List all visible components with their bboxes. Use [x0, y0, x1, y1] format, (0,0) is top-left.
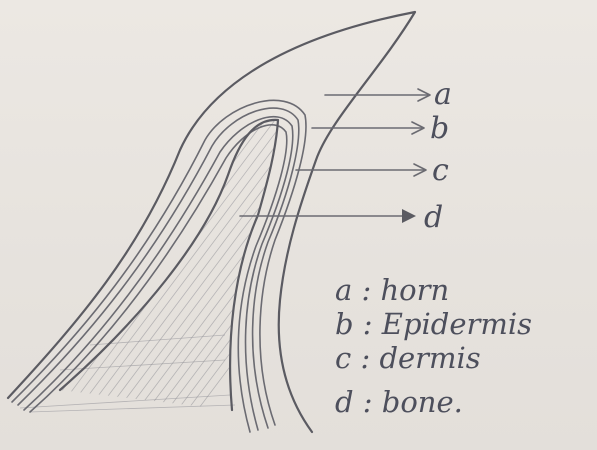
epidermis-line-2 [17, 107, 300, 429]
legend-dermis: c : dermis [335, 341, 481, 375]
label-d: d [424, 200, 443, 235]
legend-bone: d : bone. [335, 385, 463, 419]
legend-horn: a : horn [335, 273, 449, 307]
label-b: b [430, 111, 449, 146]
label-a: a [434, 77, 452, 112]
arrow-d [239, 209, 416, 223]
base-shading [19, 334, 236, 413]
arrow-b [311, 121, 425, 135]
epidermis-line-1 [11, 99, 307, 426]
arrow-c [295, 163, 427, 177]
horn-outline [6, 10, 417, 434]
bone-outline [58, 118, 280, 412]
dermis-line-1 [23, 115, 294, 431]
legend-epidermis: b : Epidermis [335, 307, 532, 341]
dermis-line-2 [29, 124, 288, 433]
arrow-a [324, 88, 431, 102]
label-c: c [432, 153, 449, 188]
